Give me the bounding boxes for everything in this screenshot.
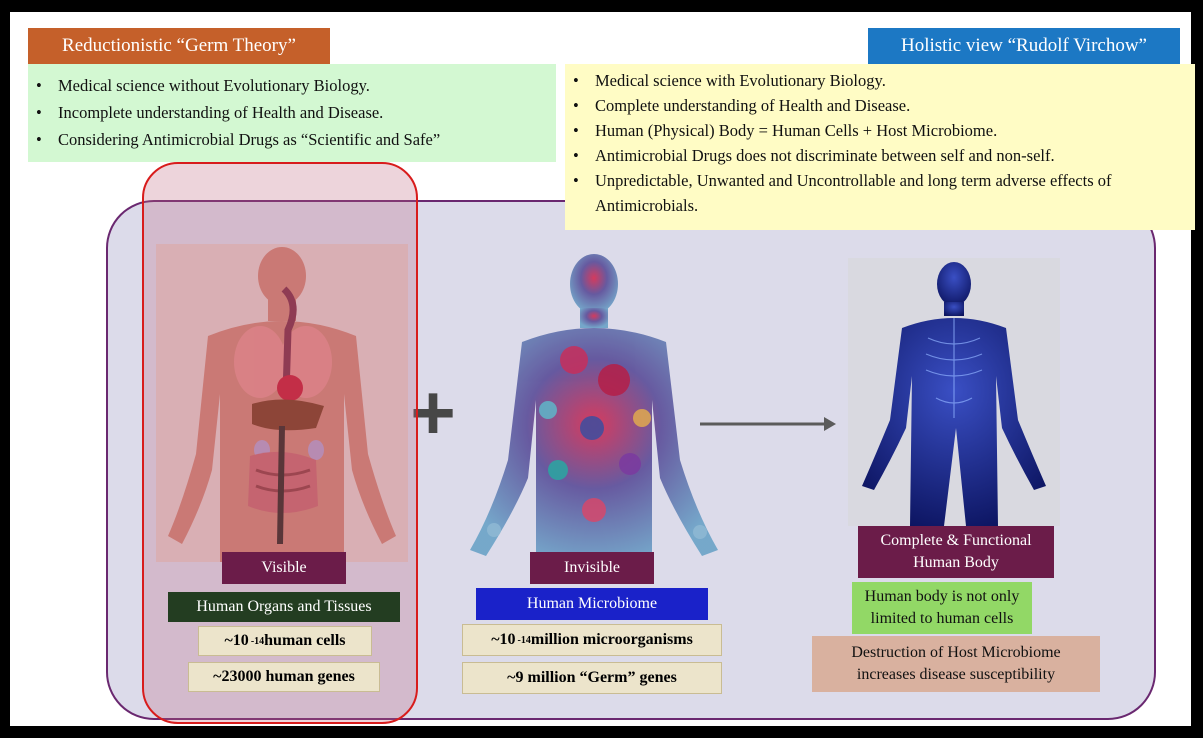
diagram-canvas: +: [10, 12, 1191, 726]
germ-genes-label: ~9 million “Germ” genes: [462, 662, 722, 694]
virchow-header: Holistic view “Rudolf Virchow”: [868, 28, 1180, 64]
list-item: •Considering Antimicrobial Drugs as “Sci…: [28, 126, 556, 153]
arrow-right-icon: [700, 412, 840, 436]
human-genes-label: ~23000 human genes: [188, 662, 380, 692]
list-item: •Human (Physical) Body = Human Cells + H…: [565, 118, 1195, 143]
invisible-tag: Invisible: [530, 552, 654, 584]
list-item: •Antimicrobial Drugs does not discrimina…: [565, 143, 1195, 168]
list-item: •Medical science with Evolutionary Biolo…: [565, 68, 1195, 93]
list-item: •Medical science without Evolutionary Bi…: [28, 72, 556, 99]
organs-label: Human Organs and Tissues: [168, 592, 400, 622]
microbiome-figure: [454, 250, 734, 568]
holistic-points: •Medical science with Evolutionary Biolo…: [565, 64, 1195, 230]
human-body-figure: [848, 258, 1060, 526]
list-item: •Unpredictable, Unwanted and Uncontrolla…: [565, 168, 1145, 218]
microbiome-destruction-note: Destruction of Host Microbiome increases…: [812, 636, 1100, 692]
visible-tag: Visible: [222, 552, 346, 584]
germ-theory-points: •Medical science without Evolutionary Bi…: [28, 64, 556, 162]
human-cells-label: ~10-14 human cells: [198, 626, 372, 656]
microbiome-label: Human Microbiome: [476, 588, 708, 620]
microorganisms-label: ~10-14 million microorganisms: [462, 624, 722, 656]
list-item: •Complete understanding of Health and Di…: [565, 93, 1195, 118]
complete-body-tag: Complete & Functional Human Body: [858, 526, 1054, 578]
not-only-human-cells-note: Human body is not only limited to human …: [852, 582, 1032, 634]
germ-theory-header: Reductionistic “Germ Theory”: [28, 28, 330, 64]
list-item: •Incomplete understanding of Health and …: [28, 99, 556, 126]
